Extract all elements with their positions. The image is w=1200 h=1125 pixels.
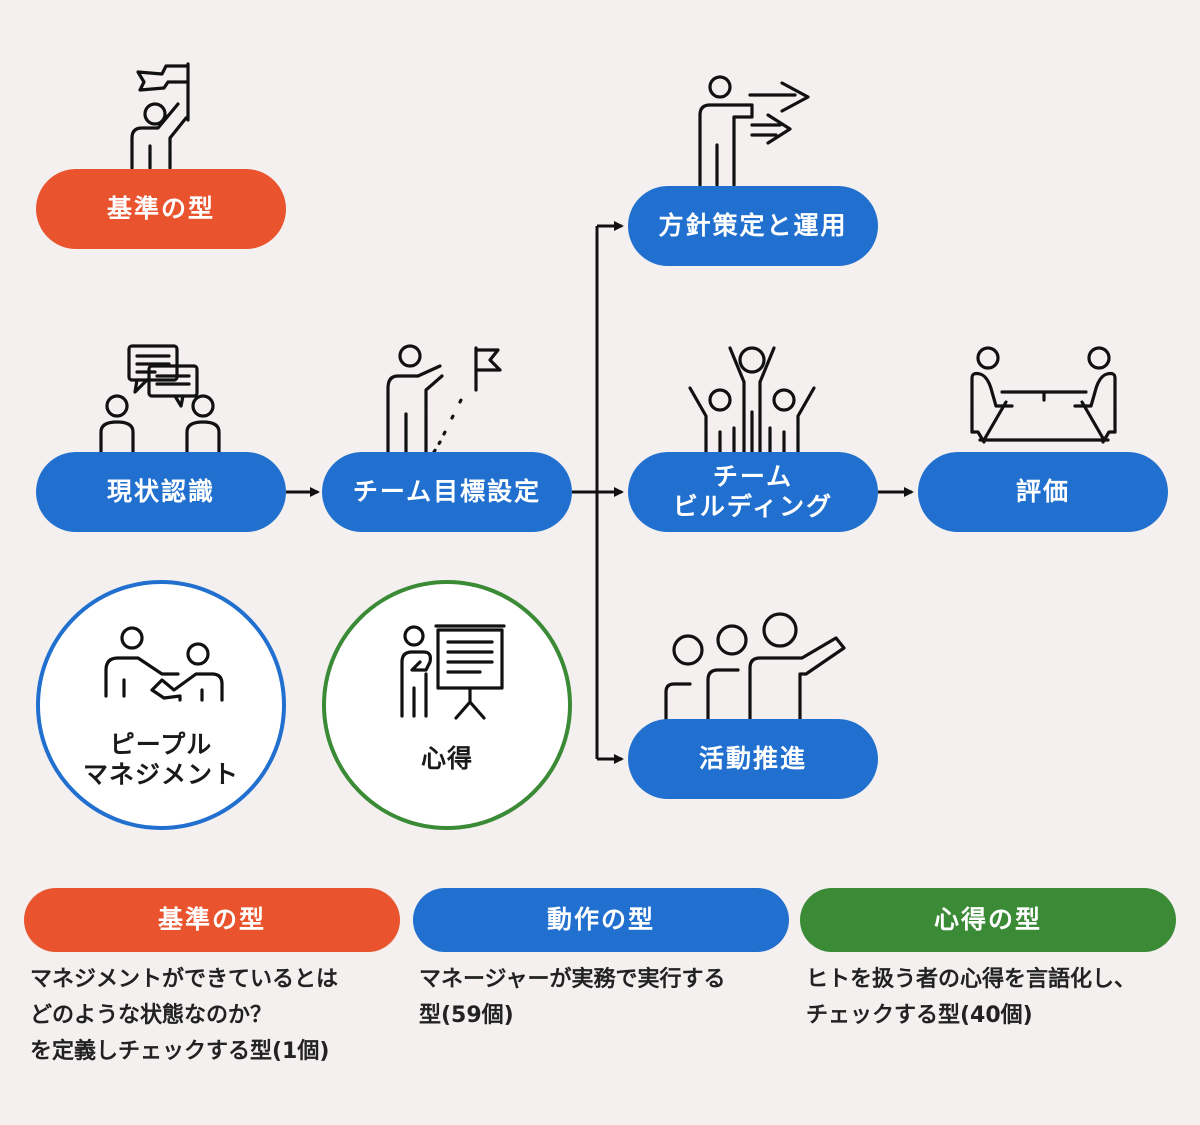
activity-node: 活動推進 <box>628 719 878 799</box>
person-pointing-at-flag-icon <box>386 344 502 456</box>
legend-mindset-label: 心得の型 <box>933 905 1042 934</box>
standard-type-node: 基準の型 <box>36 169 286 249</box>
mindset-circle: 心得 <box>322 580 572 830</box>
team-building-label: チーム ビルディング <box>672 462 834 521</box>
legend-standard-badge: 基準の型 <box>24 888 400 952</box>
group-cheering-icon <box>688 346 816 456</box>
policy-node: 方針策定と運用 <box>628 186 878 266</box>
two-people-chat-bubbles-icon <box>99 344 221 454</box>
group-leader-pointing-icon <box>664 612 846 722</box>
legend-action-desc: マネージャーが実務で実行する 型(59個) <box>419 967 726 1028</box>
person-pointing-arrows-icon <box>698 75 810 187</box>
legend-action-badge: 動作の型 <box>413 888 789 952</box>
legend-standard-desc: マネジメントができているとは どのような状態なのか？ を定義しチェックする型(1… <box>30 967 339 1064</box>
legend-action-label: 動作の型 <box>546 905 655 934</box>
team-goal-label: チーム目標設定 <box>352 477 542 506</box>
person-raising-flag-icon <box>130 62 190 170</box>
current-state-label: 現状認識 <box>106 477 215 506</box>
activity-label: 活動推進 <box>698 744 807 773</box>
evaluation-node: 評価 <box>918 452 1168 532</box>
standard-type-label: 基準の型 <box>106 194 215 223</box>
people-management-circle: ピープル マネジメント <box>36 580 286 830</box>
current-state-node: 現状認識 <box>36 452 286 532</box>
legend-standard-label: 基準の型 <box>157 905 266 934</box>
legend-mindset-badge: 心得の型 <box>800 888 1176 952</box>
people-management-label: ピープル マネジメント <box>82 730 239 789</box>
team-building-node: チーム ビルディング <box>628 452 878 532</box>
presenter-with-board-icon <box>400 624 506 720</box>
evaluation-label: 評価 <box>1015 477 1070 506</box>
policy-label: 方針策定と運用 <box>658 211 848 240</box>
team-goal-node: チーム目標設定 <box>322 452 572 532</box>
two-people-at-table-icon <box>970 346 1117 444</box>
two-people-handshake-icon <box>104 626 224 702</box>
mindset-label: 心得 <box>420 744 473 773</box>
legend-mindset-desc: ヒトを扱う者の心得を言語化し、 チェックする型(40個) <box>806 967 1137 1028</box>
